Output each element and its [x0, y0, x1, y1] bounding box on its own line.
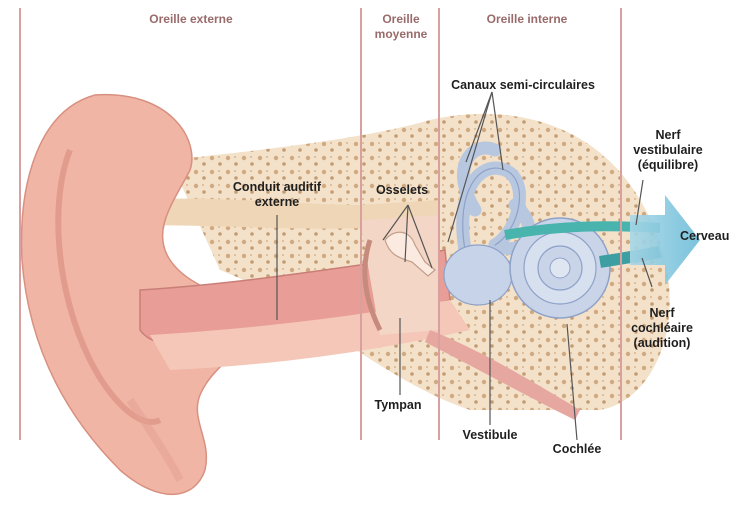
label-ear-canal: Conduit auditif externe [212, 180, 342, 210]
label-cochlear-nerve: Nerf cochléaire (audition) [612, 306, 712, 351]
section-header-external: Oreille externe [131, 12, 251, 27]
label-brain: Cerveau [680, 229, 742, 244]
vestibule-body [444, 245, 512, 305]
label-vestibule: Vestibule [440, 428, 540, 443]
label-ossicles: Osselets [362, 183, 442, 198]
section-header-middle: Oreille moyenne [364, 12, 438, 42]
label-semicircular-canals: Canaux semi-circulaires [432, 78, 614, 93]
section-header-inner: Oreille interne [462, 12, 592, 27]
label-eardrum: Tympan [358, 398, 438, 413]
label-cochlea: Cochlée [532, 442, 622, 457]
label-vestibular-nerve: Nerf vestibulaire (équilibre) [616, 128, 720, 173]
